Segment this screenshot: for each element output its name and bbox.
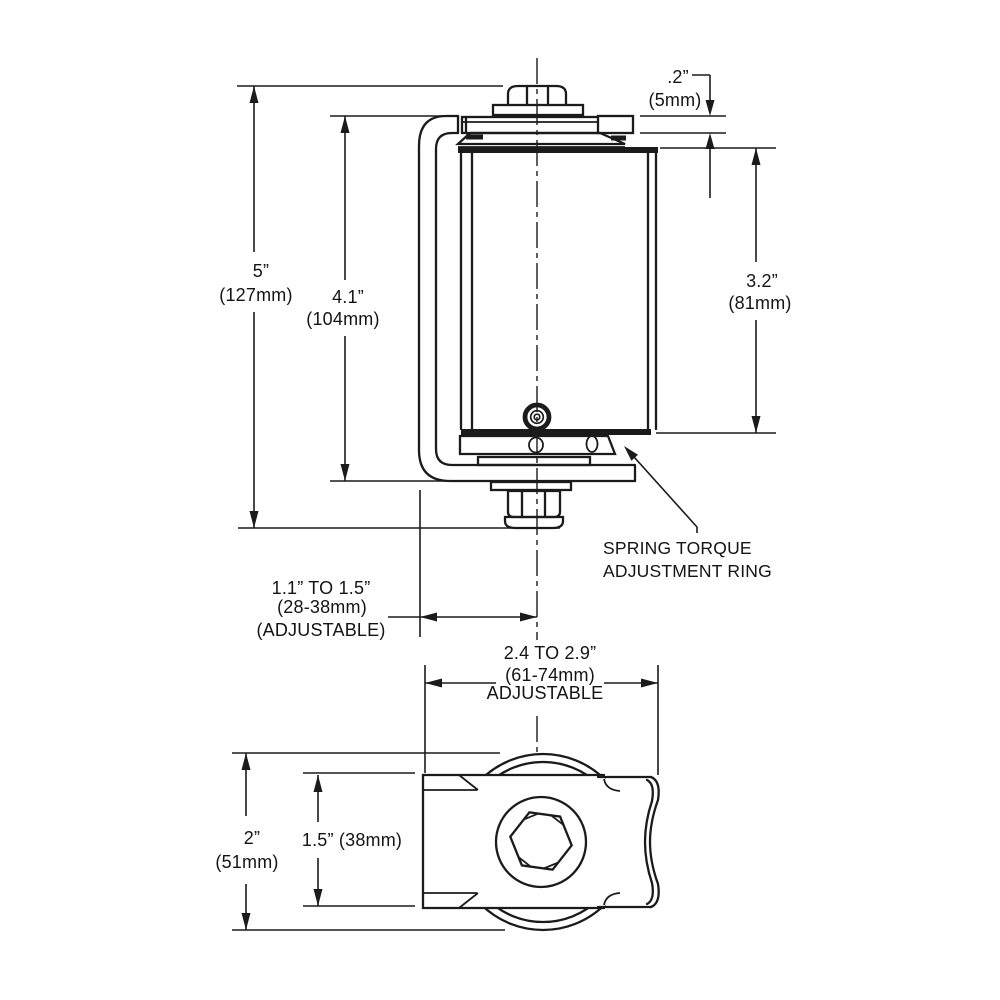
bottom-hex-nut [503, 489, 565, 530]
dim-overall-height: 5” (127mm) [219, 85, 560, 529]
callout-line1: SPRING TORQUE [603, 538, 752, 558]
dim-bracket-height: 4.1” (104mm) [306, 115, 446, 482]
mounting-bracket [417, 114, 637, 483]
bottom-washer [489, 480, 573, 492]
ring-seat-plate [476, 455, 592, 467]
dim-width-note: ADJUSTABLE [487, 683, 604, 703]
dim-cylinder-height-mm: (81mm) [728, 293, 791, 313]
dim-cylinder-height: 3.2” (81mm) [656, 147, 791, 434]
washer-top-view [494, 795, 588, 889]
callout-spring-torque: SPRING TORQUE ADJUSTMENT RING [603, 446, 772, 581]
clamp-jaw [596, 775, 660, 909]
dim-overall-height-in: 5” [253, 261, 269, 281]
callout-line2: ADJUSTMENT RING [603, 561, 772, 581]
top-mounting-plate [456, 114, 635, 135]
dim-plate-thickness-mm: (5mm) [649, 90, 702, 110]
dim-depth: 2” (51mm) [215, 752, 505, 931]
tension-screw [522, 402, 552, 432]
dim-post-offset-range: 1.1” TO 1.5” [272, 578, 371, 598]
spring-cylinder [458, 147, 658, 435]
top-washer [491, 103, 585, 117]
dim-width-metric: (61-74mm) [505, 665, 595, 685]
dim-bracket-width: 1.5” (38mm) [302, 772, 415, 907]
dim-post-offset-metric: (28-38mm) [277, 597, 367, 617]
dim-bracket-width-label: 1.5” (38mm) [302, 830, 402, 850]
dim-post-offset: 1.1” TO 1.5” (28-38mm) (ADJUSTABLE) [256, 490, 537, 640]
side-view-drawing: 5” (127mm) 4.1” (104mm) .2” (5mm) [219, 58, 791, 757]
dim-plate-thickness-in: .2” [667, 67, 689, 87]
dim-overall-height-mm: (127mm) [219, 285, 292, 305]
dim-cylinder-height-in: 3.2” [746, 271, 778, 291]
cylinder-cap [455, 131, 626, 148]
dim-depth-in: 2” [244, 828, 260, 848]
dim-width-range: 2.4 TO 2.9” [504, 643, 597, 663]
adjustment-ring [458, 434, 617, 456]
dim-width-adjustable: 2.4 TO 2.9” (61-74mm) ADJUSTABLE [424, 643, 659, 775]
dim-post-offset-note: (ADJUSTABLE) [256, 620, 385, 640]
dim-plate-thickness: .2” (5mm) [640, 67, 726, 198]
top-view-drawing: 2.4 TO 2.9” (61-74mm) ADJUSTABLE 2” (51m… [215, 643, 660, 932]
dim-bracket-height-mm: (104mm) [306, 309, 379, 329]
dim-bracket-height-in: 4.1” [332, 287, 364, 307]
hex-nut-top-view [508, 811, 574, 871]
bracket-plate-top-view [421, 773, 606, 910]
top-hex-nut [506, 84, 568, 107]
dim-depth-mm: (51mm) [215, 852, 278, 872]
